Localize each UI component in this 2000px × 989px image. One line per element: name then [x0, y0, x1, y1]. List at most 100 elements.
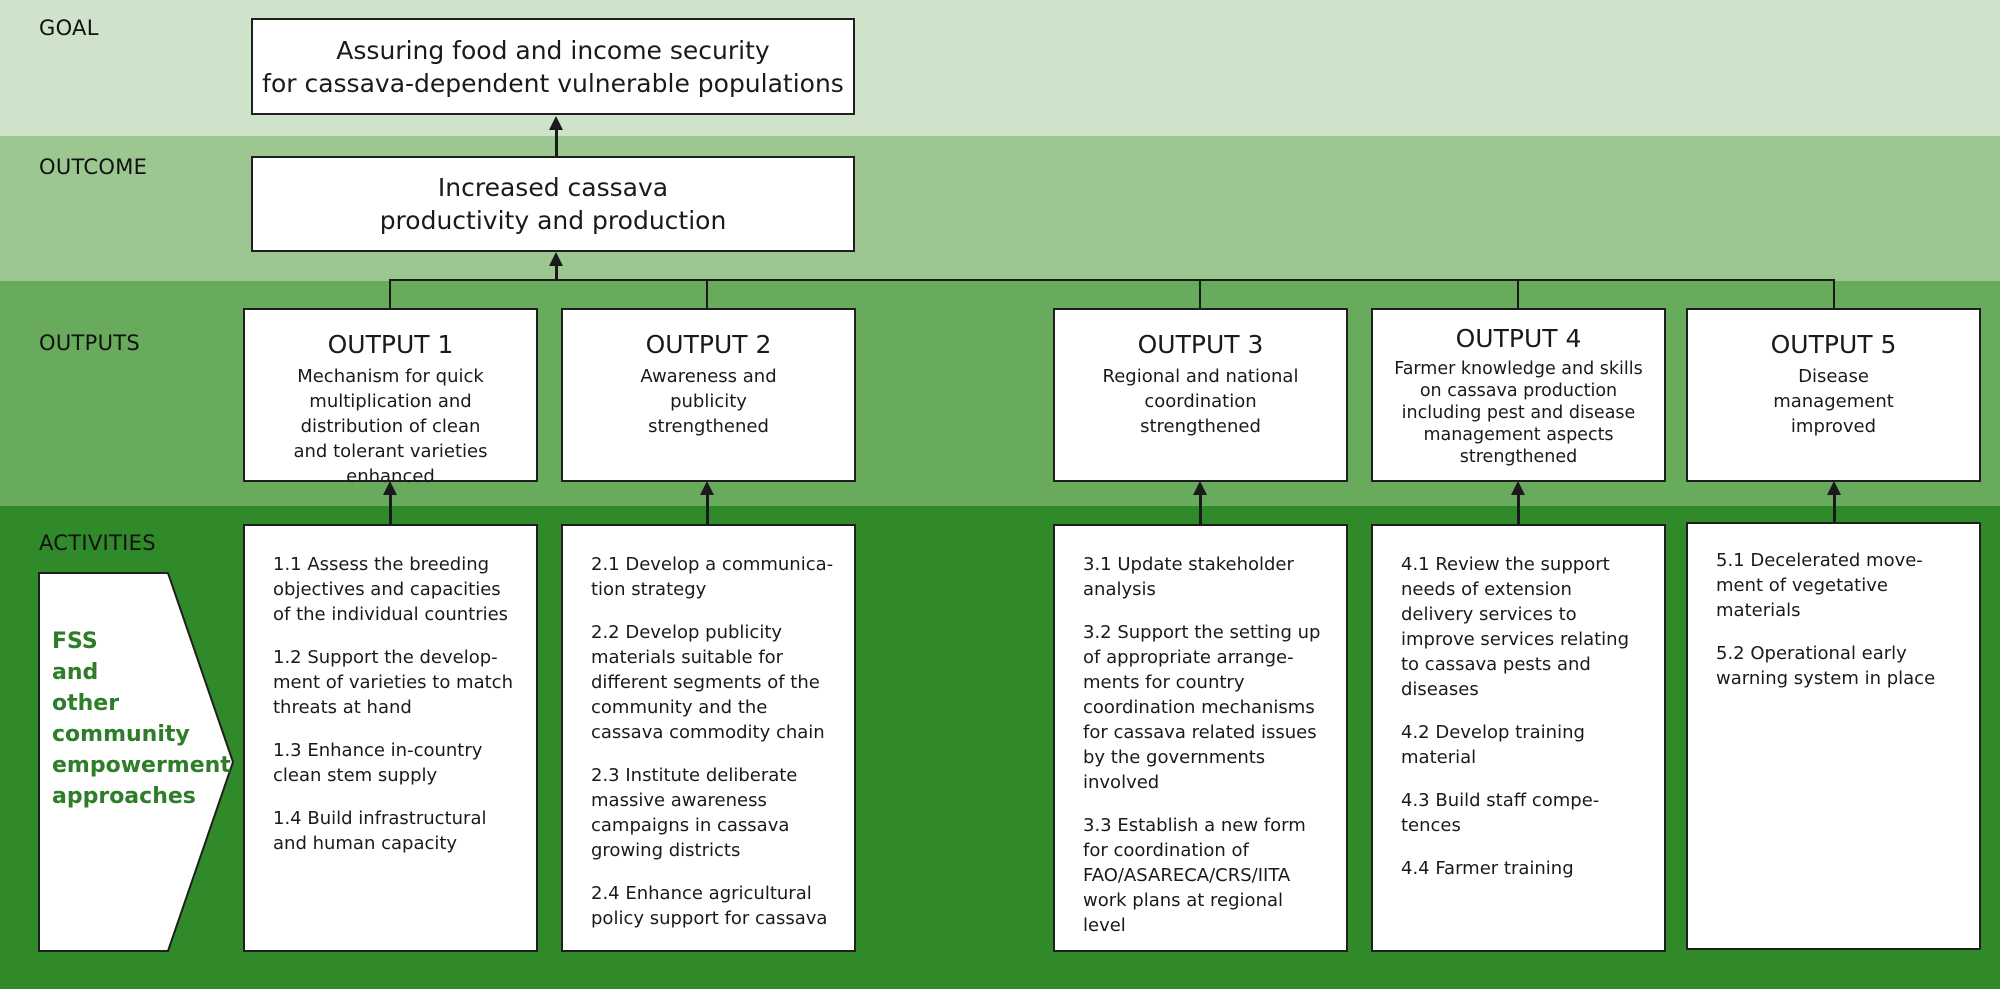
outputs-to-outcome-arrowhead	[549, 252, 563, 266]
fss-label-line: other	[52, 691, 120, 716]
activity-line: 3.1 Update stakeholder	[1083, 554, 1294, 575]
output-3-description-line: strengthened	[1140, 416, 1261, 437]
activities-2-arrowhead	[700, 481, 714, 495]
activities-5-connector	[1833, 493, 1836, 524]
outcome-text-line-1: Increased cassava	[437, 173, 669, 202]
activity-line: 2.2 Develop publicity	[591, 622, 783, 643]
activity-line: of the individual countries	[273, 604, 509, 625]
output-4-description-line: including pest and disease	[1401, 403, 1636, 423]
activity-line: cassava commodity chain	[591, 722, 825, 743]
activity-line: 4.4 Farmer training	[1401, 858, 1574, 879]
activities-3-connector	[1199, 493, 1202, 526]
activity-line: tion strategy	[591, 579, 707, 600]
output-2-box: OUTPUT 2 Awareness and publicity strengt…	[561, 308, 856, 482]
activity-line: 1.1 Assess the breeding	[273, 554, 490, 575]
output-4-drop-line	[1517, 280, 1519, 308]
activities-3-box: 3.1 Update stakeholder analysis 3.2 Supp…	[1053, 524, 1348, 952]
activity-line: level	[1083, 915, 1126, 936]
output-2-drop-line	[706, 280, 708, 308]
activities-4-box: 4.1 Review the support needs of extensio…	[1371, 524, 1666, 952]
fss-label-line: and	[52, 660, 99, 685]
activities-1-connector	[389, 493, 392, 526]
activity-line: clean stem supply	[273, 765, 438, 786]
activities-1-arrowhead	[383, 481, 397, 495]
activities-4-connector	[1517, 493, 1520, 526]
output-2-description: Awareness and publicity strengthened	[634, 364, 782, 439]
output-2-description-line: strengthened	[648, 416, 769, 437]
activity-line: ment of varieties to match	[273, 672, 513, 693]
output-3-drop-line	[1199, 280, 1201, 308]
outcome-text-line-2: productivity and production	[379, 206, 727, 235]
output-3-title: OUTPUT 3	[1137, 330, 1264, 359]
activity-line: different segments of the	[591, 672, 820, 693]
fss-label-line: FSS	[52, 629, 98, 654]
activity-line: of appropriate arrange-	[1083, 647, 1294, 668]
fss-label: FSS and other community empowerment appr…	[52, 626, 231, 812]
output-3-description-line: Regional and national	[1102, 366, 1299, 387]
activity-line: delivery services to	[1401, 604, 1577, 625]
activity-4-1: 4.1 Review the support needs of extensio…	[1401, 552, 1654, 702]
activity-line: growing districts	[591, 840, 741, 861]
outputs-label: OUTPUTS	[39, 331, 141, 355]
activities-3-arrowhead	[1193, 481, 1207, 495]
activity-line: 5.2 Operational early	[1716, 643, 1907, 664]
output-5-box: OUTPUT 5 Disease management improved	[1686, 308, 1981, 482]
output-4-description-line: on cassava production	[1419, 381, 1618, 401]
activity-line: material	[1401, 747, 1477, 768]
activities-1-box: 1.1 Assess the breeding objectives and c…	[243, 524, 538, 952]
output-2-description-line: Awareness and	[640, 366, 777, 387]
activity-line: diseases	[1401, 679, 1479, 700]
activity-line: ments for country	[1083, 672, 1245, 693]
activity-line: 2.4 Enhance agricultural	[591, 883, 812, 904]
activities-5-arrowhead	[1827, 481, 1841, 495]
fss-label-line: approaches	[52, 784, 196, 809]
activity-line: campaigns in cassava	[591, 815, 790, 836]
activity-line: improve services relating	[1401, 629, 1630, 650]
output-1-description: Mechanism for quick multiplication and d…	[245, 364, 536, 489]
activities-5-box: 5.1 Decelerated move- ment of vegetative…	[1686, 522, 1981, 950]
goal-box: Assuring food and income security for ca…	[251, 18, 855, 115]
activity-2-1: 2.1 Develop a communica- tion strategy	[591, 552, 844, 602]
output-4-description-line: strengthened	[1459, 447, 1578, 467]
activity-4-2: 4.2 Develop training material	[1401, 720, 1654, 770]
activity-2-2: 2.2 Develop publicity materials suitable…	[591, 620, 844, 745]
activity-line: 4.1 Review the support	[1401, 554, 1610, 575]
activity-line: threats at hand	[273, 697, 412, 718]
activity-3-3: 3.3 Establish a new form for coordinatio…	[1083, 813, 1336, 938]
outcome-box: Increased cassava productivity and produ…	[251, 156, 855, 252]
activity-3-1: 3.1 Update stakeholder analysis	[1083, 552, 1336, 602]
output-5-description-line: management	[1773, 391, 1894, 412]
fss-label-line: community	[52, 722, 190, 747]
output-1-description-line: Mechanism for quick	[297, 366, 484, 387]
activity-line: 2.1 Develop a communica-	[591, 554, 834, 575]
activity-line: 1.2 Support the develop-	[273, 647, 498, 668]
activities-2-box: 2.1 Develop a communica- tion strategy 2…	[561, 524, 856, 952]
activity-2-3: 2.3 Institute deliberate massive awarene…	[591, 763, 844, 863]
activity-line: massive awareness	[591, 790, 767, 811]
activity-line: warning system in place	[1716, 668, 1936, 689]
output-3-box: OUTPUT 3 Regional and national coordinat…	[1053, 308, 1348, 482]
activities-4-arrowhead	[1511, 481, 1525, 495]
activity-line: for cassava related issues	[1083, 722, 1317, 743]
output-1-box: OUTPUT 1 Mechanism for quick multiplicat…	[243, 308, 538, 487]
activity-line: 5.1 Decelerated move-	[1716, 550, 1923, 571]
activity-line: policy support for cassava	[591, 908, 828, 929]
activity-3-2: 3.2 Support the setting up of appropriat…	[1083, 620, 1336, 795]
activity-line: to cassava pests and	[1401, 654, 1591, 675]
outcome-label: OUTCOME	[39, 155, 148, 179]
outputs-to-outcome-connector	[555, 264, 558, 281]
activity-line: analysis	[1083, 579, 1156, 600]
output-4-box: OUTPUT 4 Farmer knowledge and skills on …	[1371, 308, 1666, 482]
activity-line: involved	[1083, 772, 1160, 793]
activity-line: by the governments	[1083, 747, 1266, 768]
output-5-description: Disease management improved	[1767, 364, 1900, 439]
outputs-branch-line	[389, 279, 1835, 281]
activity-line: 1.3 Enhance in-country	[273, 740, 483, 761]
activity-line: community and the	[591, 697, 768, 718]
activity-line: tences	[1401, 815, 1461, 836]
activity-1-3: 1.3 Enhance in-country clean stem supply	[273, 738, 526, 788]
output-4-description-line: management aspects	[1423, 425, 1614, 445]
activity-4-4: 4.4 Farmer training	[1401, 856, 1654, 881]
activity-line: objectives and capacities	[273, 579, 501, 600]
output-5-description-line: Disease	[1798, 366, 1869, 387]
